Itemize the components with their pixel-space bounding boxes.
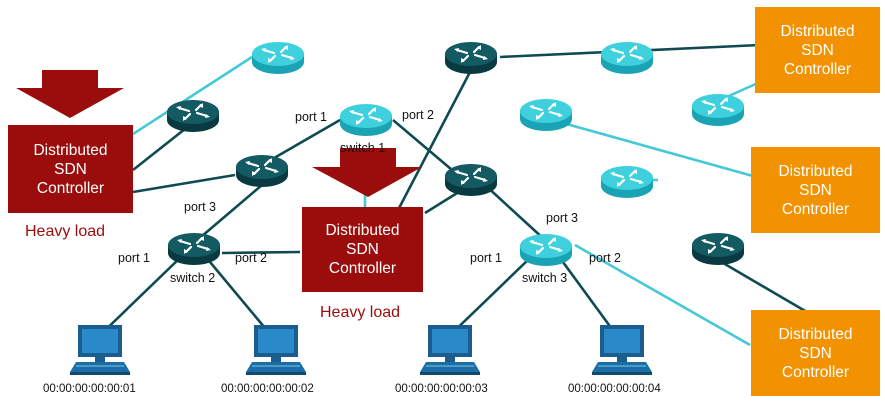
router-icon xyxy=(518,97,574,133)
port-label: port 1 xyxy=(295,110,327,124)
down-arrow-icon xyxy=(16,70,124,118)
router-icon xyxy=(250,40,306,76)
router-icon xyxy=(599,164,655,200)
host-mac-label: 00:00:00:00:00:03 xyxy=(395,383,488,395)
router-icon xyxy=(518,232,574,268)
port-label: port 1 xyxy=(470,251,502,265)
router-icon xyxy=(599,40,655,76)
controller-left: Distributed SDN Controller xyxy=(8,125,133,213)
host-mac-label: 00:00:00:00:00:02 xyxy=(221,383,314,395)
computer-icon xyxy=(246,325,306,375)
port-label: port 1 xyxy=(118,251,150,265)
controller-right-top: Distributed SDN Controller xyxy=(755,7,880,93)
data-links xyxy=(94,43,813,341)
port-label: port 3 xyxy=(546,211,578,225)
router-icon xyxy=(234,153,290,189)
router-icon xyxy=(338,102,394,138)
router-icon xyxy=(443,40,499,76)
switch-label: switch 2 xyxy=(170,271,216,285)
port-label: port 2 xyxy=(589,251,621,265)
port-label: port 3 xyxy=(184,200,216,214)
heavy-load-label: Heavy load xyxy=(320,304,401,321)
port-label: port 2 xyxy=(402,108,434,122)
router-icon xyxy=(443,162,499,198)
controller-center: Distributed SDN Controller xyxy=(302,207,423,292)
router-icon xyxy=(165,98,221,134)
router-icon xyxy=(690,231,746,267)
controller-right-mid: Distributed SDN Controller xyxy=(751,147,880,233)
down-arrow-icon xyxy=(312,148,422,197)
heavy-load-label: Heavy load xyxy=(25,223,106,240)
router-icon xyxy=(166,231,222,267)
host-mac-label: 00:00:00:00:00:04 xyxy=(568,383,661,395)
router-icon xyxy=(690,92,746,128)
host-mac-label: 00:00:00:00:00:01 xyxy=(43,383,136,395)
switch-label: switch 3 xyxy=(522,271,568,285)
computer-icon xyxy=(70,325,130,375)
switch-label: switch 1 xyxy=(340,141,386,155)
computer-icon xyxy=(592,325,652,375)
port-label: port 2 xyxy=(235,251,267,265)
computer-icon xyxy=(420,325,480,375)
controller-right-bottom: Distributed SDN Controller xyxy=(751,310,880,396)
